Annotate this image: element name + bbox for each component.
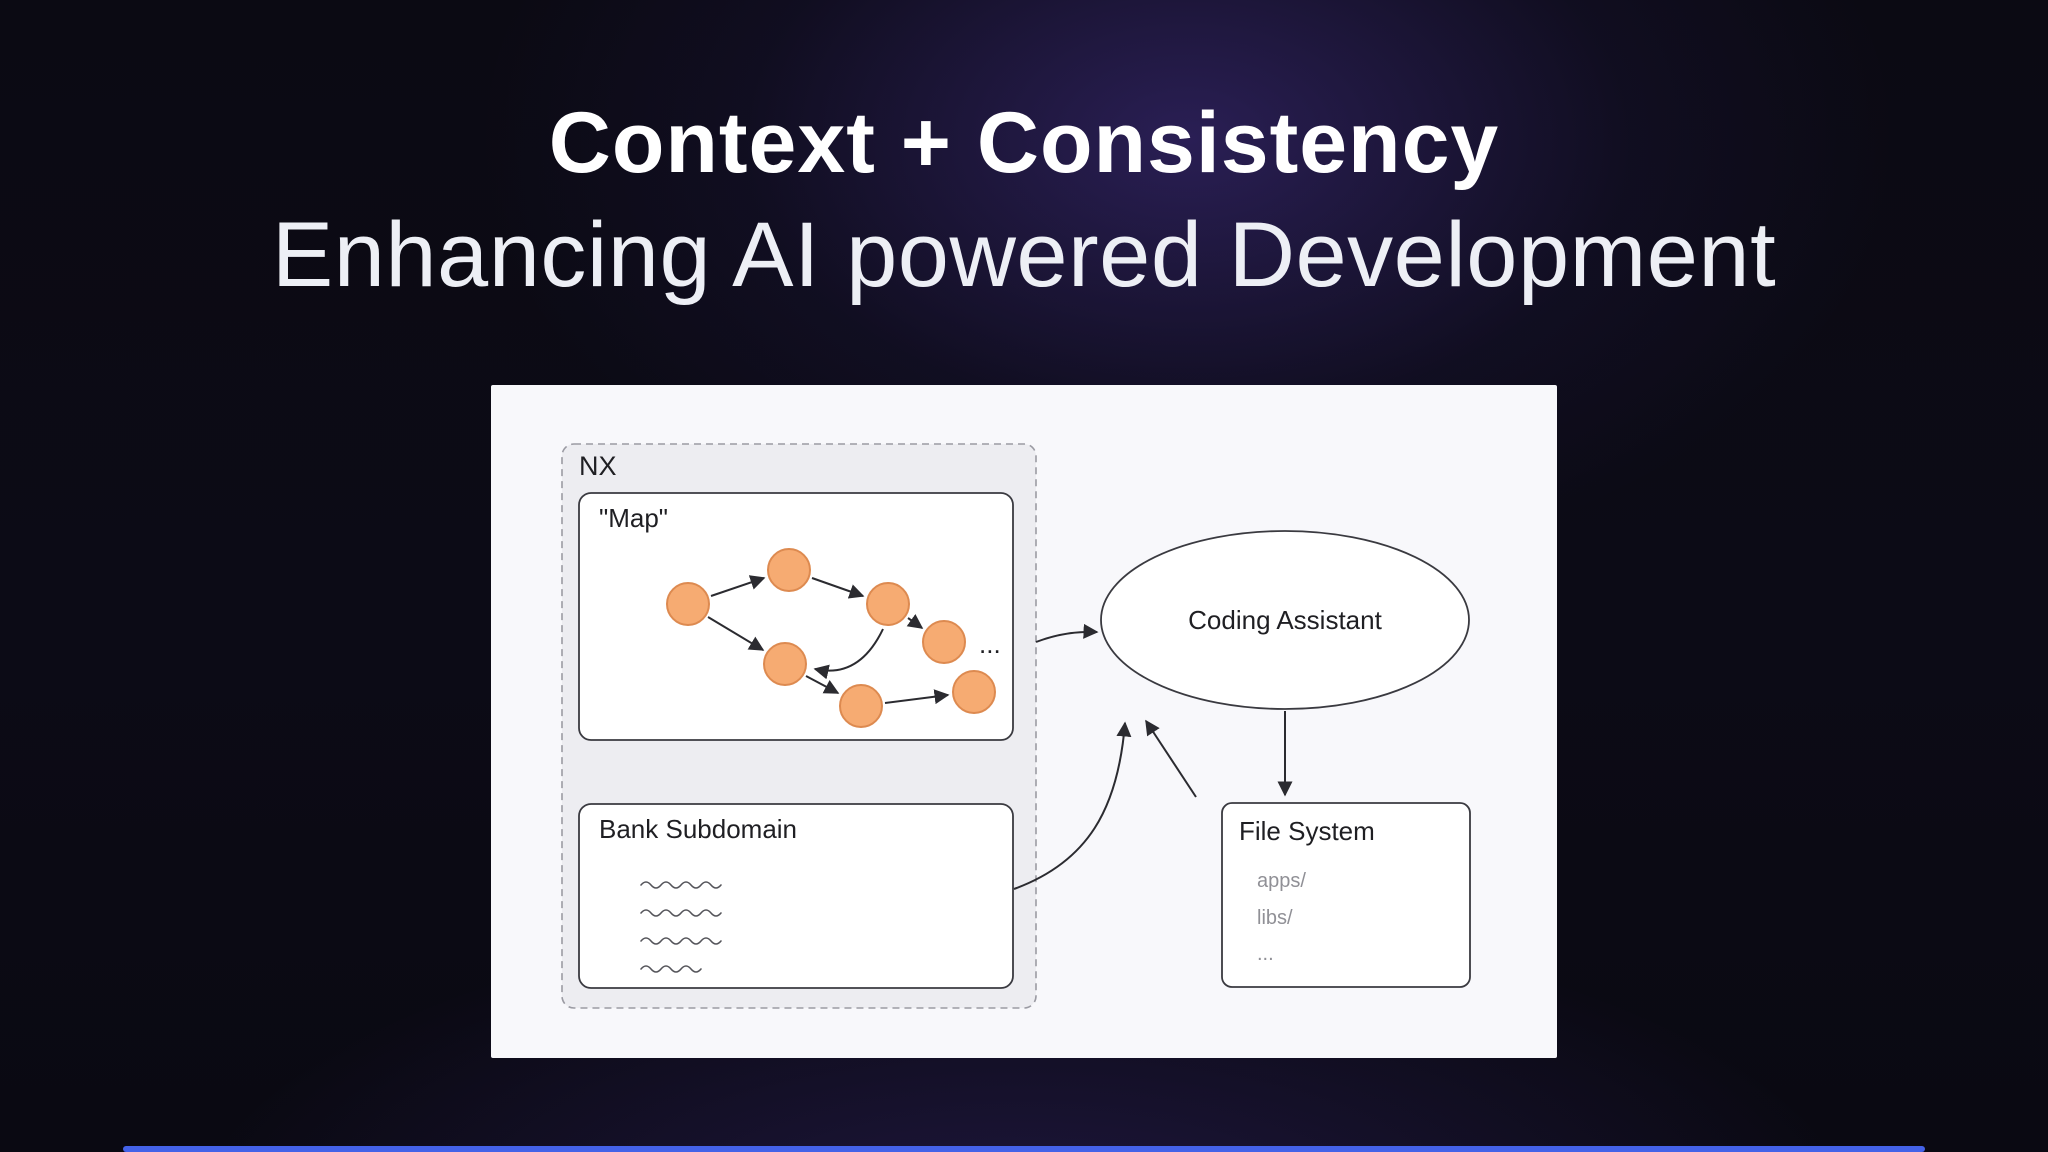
graph-edge <box>811 577 865 599</box>
file-system-item: apps/ <box>1257 870 1306 892</box>
graph-edge <box>805 675 840 694</box>
bank-text-squiggles <box>640 881 722 973</box>
arrow-nx-to-assistant <box>1035 623 1099 643</box>
graph-edge <box>906 614 924 629</box>
coding-assistant-label: Coding Assistant <box>1188 605 1382 635</box>
graph-edge <box>707 616 765 651</box>
map-label: "Map" <box>599 503 668 533</box>
graph-node <box>952 670 996 714</box>
graph-node <box>839 684 883 728</box>
squiggle-line <box>640 965 702 973</box>
slide-panel: NX "Map" ... Bank Subdomain <box>491 385 1557 1058</box>
graph-nodes <box>666 548 996 728</box>
graph-node <box>763 642 807 686</box>
map-box <box>578 492 1014 741</box>
graph-edge <box>884 689 950 705</box>
nx-label: NX <box>579 451 617 481</box>
slide-title: Context + Consistency <box>548 95 1500 191</box>
graph-node <box>866 582 910 626</box>
graph-edges <box>707 575 950 705</box>
file-system-item: ... <box>1257 943 1274 965</box>
bank-subdomain-box <box>578 803 1014 989</box>
graph-node <box>922 620 966 664</box>
graph-edge-curved <box>813 628 884 680</box>
squiggle-line <box>640 881 722 889</box>
graph-node <box>767 548 811 592</box>
graph-edge <box>710 575 766 597</box>
map-ellipsis: ... <box>979 629 1001 659</box>
slide-header: Context + Consistency Enhancing AI power… <box>0 96 2048 306</box>
file-system-item: libs/ <box>1257 907 1293 929</box>
arrow-bank-to-assistant <box>1013 721 1132 890</box>
file-system-box <box>1221 802 1471 988</box>
graph-node <box>666 582 710 626</box>
arrow-filesystem-to-assistant <box>1145 719 1197 798</box>
squiggle-line <box>640 937 722 945</box>
bank-subdomain-label: Bank Subdomain <box>599 814 797 844</box>
squiggle-line <box>640 909 722 917</box>
file-system-label: File System <box>1239 816 1375 846</box>
bottom-accent-bar <box>122 1146 1926 1152</box>
diagram-connectors <box>1013 623 1293 890</box>
slide-subtitle: Enhancing AI powered Development <box>271 203 1777 306</box>
architecture-diagram: NX "Map" ... Bank Subdomain <box>561 443 1471 1009</box>
coding-assistant-node <box>1100 530 1470 710</box>
